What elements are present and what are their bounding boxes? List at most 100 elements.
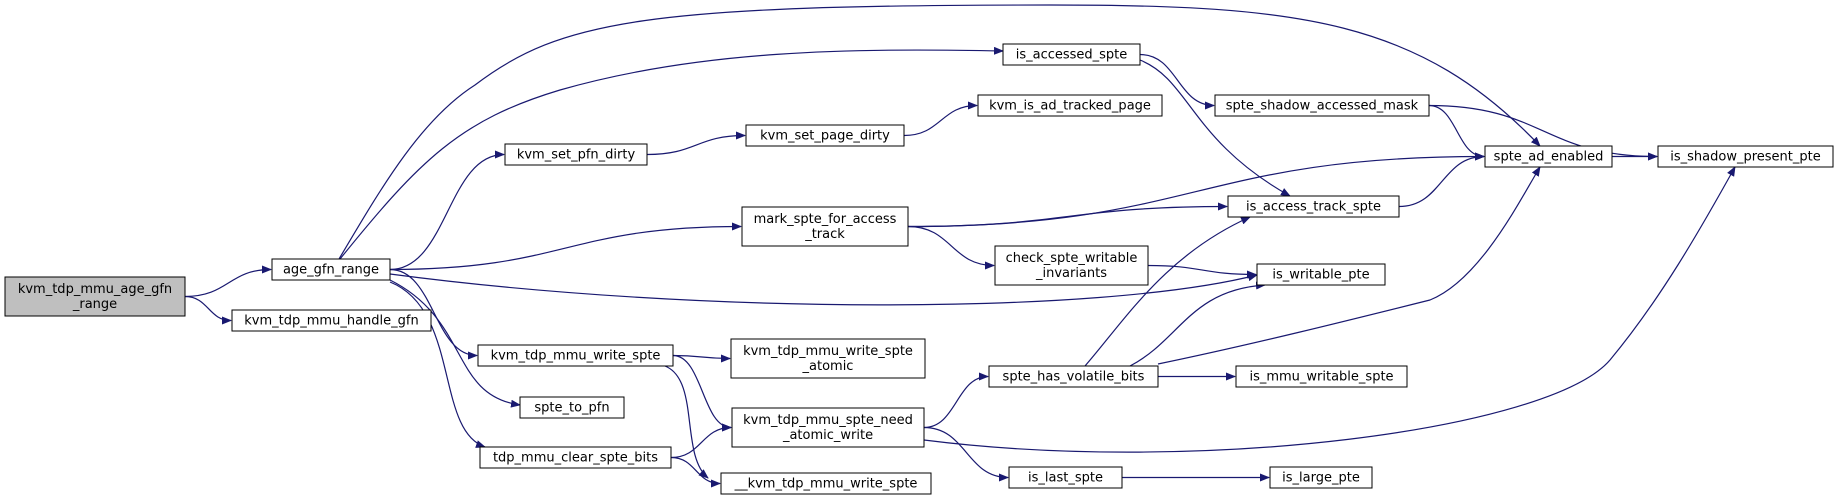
edge-n1-to-n13 (389, 273, 1258, 306)
node-box[interactable] (1256, 263, 1386, 286)
node-spte-has-volatile-bits[interactable]: spte_has_volatile_bits (988, 365, 1159, 388)
node-label: is_large_pte (1282, 471, 1360, 486)
node-label: is_mmu_writable_spte (1249, 370, 1393, 385)
node-box[interactable] (1002, 43, 1141, 66)
node-label: _invariants (1035, 266, 1107, 281)
edge-n1-to-n7 (389, 150, 505, 271)
edge-n1-to-n20 (389, 281, 486, 448)
node-label: kvm_tdp_mmu_handle_gfn (244, 314, 418, 329)
edge-n16-to-n11 (1084, 216, 1251, 367)
edge-n10-to-n11 (907, 202, 1228, 228)
node-box[interactable] (479, 446, 672, 469)
nodes-layer: kvm_tdp_mmu_age_gfn_rangeage_gfn_rangekv… (4, 43, 1834, 495)
node-tdp-mmu-clear-spte-bits[interactable]: tdp_mmu_clear_spte_bits (479, 446, 672, 469)
node-age-gfn-range[interactable]: age_gfn_range (271, 258, 391, 281)
node-kvm-tdp-mmu-age-gfn-range[interactable]: kvm_tdp_mmu_age_gfn_range (4, 276, 186, 317)
node-box[interactable] (1484, 145, 1613, 168)
edge-n3-to-n4 (1139, 53, 1215, 110)
edge-n16-to-n13 (1129, 281, 1266, 367)
node-box[interactable] (994, 245, 1149, 286)
node-box[interactable] (1227, 195, 1400, 218)
node-kvm-tdp-mmu-write-spte[interactable]: __kvm_tdp_mmu_write_spte (720, 472, 932, 495)
edge-n1-to-n8 (338, 4, 1541, 260)
edge-n12-to-n13 (1147, 264, 1257, 279)
node-label: is_last_spte (1028, 471, 1103, 486)
edge-n14-to-n15 (672, 354, 731, 363)
edge-n14-to-n19 (672, 354, 732, 432)
edge-n16-to-n8 (1157, 166, 1541, 365)
node-kvm-tdp-mmu-write-spte-atomic[interactable]: kvm_tdp_mmu_write_spte_atomic (730, 338, 926, 379)
node-box[interactable] (1214, 94, 1430, 117)
node-box[interactable] (504, 143, 648, 166)
edge-n0-to-n2 (184, 295, 232, 325)
edge-n20-to-n23 (670, 456, 721, 488)
node-label: kvm_tdp_mmu_write_spte (491, 349, 661, 364)
edge-n1-to-n3 (339, 46, 1004, 260)
node-spte-ad-enabled[interactable]: spte_ad_enabled (1484, 145, 1613, 168)
edge-n19-to-n21 (923, 426, 1009, 482)
edge-n20-to-n19 (670, 423, 732, 459)
node-label: __kvm_tdp_mmu_write_spte (734, 477, 918, 492)
node-box[interactable] (741, 206, 909, 247)
node-box[interactable] (1269, 466, 1373, 489)
node-box[interactable] (720, 472, 932, 495)
node-label: is_writable_pte (1272, 268, 1369, 283)
node-label: _track (804, 227, 845, 242)
node-box[interactable] (988, 365, 1159, 388)
edge-n1-to-n10 (389, 222, 742, 271)
node-label: spte_has_volatile_bits (1003, 370, 1145, 385)
node-spte-shadow-accessed-mask[interactable]: spte_shadow_accessed_mask (1214, 94, 1430, 117)
node-spte-to-pfn[interactable]: spte_to_pfn (519, 396, 625, 419)
node-label: spte_ad_enabled (1494, 150, 1604, 165)
node-label: check_spte_writable (1006, 251, 1138, 266)
node-box[interactable] (231, 309, 432, 332)
node-box[interactable] (4, 276, 186, 317)
edge-n7-to-n6 (646, 131, 746, 156)
node-label: kvm_tdp_mmu_write_spte (743, 344, 913, 359)
node-box[interactable] (519, 396, 625, 419)
node-box[interactable] (1008, 466, 1123, 489)
edge-n19-to-n16 (923, 372, 989, 429)
node-kvm-tdp-mmu-write-spte[interactable]: kvm_tdp_mmu_write_spte (477, 344, 674, 367)
node-is-large-pte[interactable]: is_large_pte (1269, 466, 1373, 489)
node-label: age_gfn_range (283, 263, 379, 278)
node-is-shadow-present-pte[interactable]: is_shadow_present_pte (1657, 145, 1834, 168)
node-label: is_access_track_spte (1246, 200, 1381, 215)
edge-n3-to-n11 (1139, 59, 1291, 197)
node-is-mmu-writable-spte[interactable]: is_mmu_writable_spte (1235, 365, 1408, 388)
node-is-last-spte[interactable]: is_last_spte (1008, 466, 1123, 489)
edge-n19-to-n9 (923, 166, 1736, 453)
edge-n10-to-n12 (907, 225, 995, 270)
node-box[interactable] (477, 344, 674, 367)
node-label: is_shadow_present_pte (1670, 150, 1820, 165)
node-label: kvm_set_page_dirty (760, 129, 890, 144)
node-mark-spte-for-access-track[interactable]: mark_spte_for_access_track (741, 206, 909, 247)
node-label: _atomic_write (782, 428, 873, 443)
node-box[interactable] (730, 338, 926, 379)
edge-n11-to-n8 (1398, 152, 1485, 208)
node-check-spte-writable-invariants[interactable]: check_spte_writable_invariants (994, 245, 1149, 286)
node-box[interactable] (745, 124, 905, 147)
node-label: mark_spte_for_access (754, 212, 897, 227)
node-kvm-tdp-mmu-handle-gfn[interactable]: kvm_tdp_mmu_handle_gfn (231, 309, 432, 332)
node-kvm-is-ad-tracked-page[interactable]: kvm_is_ad_tracked_page (977, 94, 1163, 117)
node-box[interactable] (1657, 145, 1834, 168)
node-label: spte_shadow_accessed_mask (1226, 99, 1419, 114)
node-kvm-set-pfn-dirty[interactable]: kvm_set_pfn_dirty (504, 143, 648, 166)
edges-layer (184, 4, 1736, 488)
node-box[interactable] (977, 94, 1163, 117)
edge-n1-to-n18 (389, 279, 521, 408)
node-kvm-tdp-mmu-spte-need-atomic-write[interactable]: kvm_tdp_mmu_spte_need_atomic_write (731, 407, 925, 448)
node-is-access-track-spte[interactable]: is_access_track_spte (1227, 195, 1400, 218)
node-box[interactable] (731, 407, 925, 448)
node-is-writable-pte[interactable]: is_writable_pte (1256, 263, 1386, 286)
edge-n4-to-n9 (1428, 104, 1658, 161)
node-label: tdp_mmu_clear_spte_bits (493, 451, 658, 466)
node-box[interactable] (271, 258, 391, 281)
node-kvm-set-page-dirty[interactable]: kvm_set_page_dirty (745, 124, 905, 147)
node-box[interactable] (1235, 365, 1408, 388)
edge-n4-to-n8 (1428, 104, 1485, 161)
node-label: kvm_tdp_mmu_age_gfn (18, 282, 172, 297)
node-is-accessed-spte[interactable]: is_accessed_spte (1002, 43, 1141, 66)
